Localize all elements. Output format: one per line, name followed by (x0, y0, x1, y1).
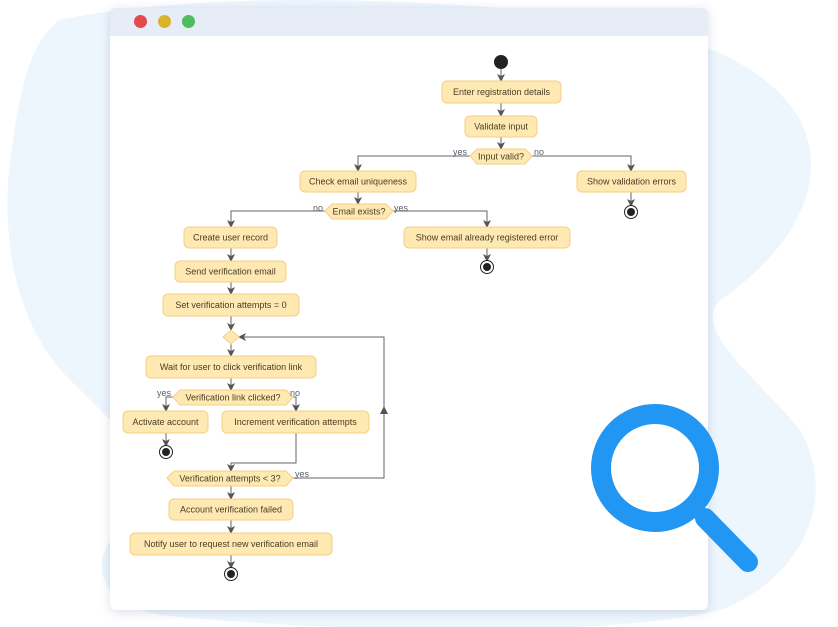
guard-yes: yes (453, 147, 468, 157)
start-node (494, 55, 508, 69)
guard-no: no (534, 147, 544, 157)
action-show-validation-errors: Show validation errors (576, 170, 687, 193)
close-button[interactable] (134, 15, 147, 28)
action-validate-input: Validate input (464, 115, 538, 138)
action-wait-for-click: Wait for user to click verification link (145, 355, 317, 379)
maximize-button[interactable] (182, 15, 195, 28)
action-notify-user: Notify user to request new verification … (129, 532, 333, 556)
decision-label: Verification link clicked? (185, 392, 280, 402)
action-label: Create user record (193, 232, 268, 242)
end-node (159, 445, 173, 459)
edges (162, 69, 635, 569)
decision-input-valid: Input valid? (469, 148, 533, 165)
guard-yes: yes (295, 469, 310, 479)
action-send-verification-email: Send verification email (174, 260, 287, 283)
action-activate-account: Activate account (122, 410, 209, 434)
action-enter-registration: Enter registration details (441, 80, 562, 104)
action-label: Activate account (132, 417, 199, 427)
merge-node (222, 329, 240, 345)
action-label: Wait for user to click verification link (160, 362, 303, 372)
action-label: Validate input (474, 121, 528, 131)
action-create-user-record: Create user record (183, 226, 278, 249)
action-verification-failed: Account verification failed (168, 498, 294, 521)
guard-no: no (313, 203, 323, 213)
decision-attempts-lt-3: Verification attempts < 3? (166, 470, 294, 487)
title-bar (110, 8, 708, 36)
guard-yes: yes (157, 388, 172, 398)
decision-label: Email exists? (332, 206, 385, 216)
action-label: Send verification email (185, 266, 276, 276)
action-check-email-uniqueness: Check email uniqueness (299, 170, 417, 193)
action-label: Notify user to request new verification … (144, 539, 318, 549)
decision-link-clicked: Verification link clicked? (172, 389, 294, 406)
action-label: Increment verification attempts (234, 417, 357, 427)
action-show-email-registered-error: Show email already registered error (403, 226, 571, 249)
decision-label: Verification attempts < 3? (179, 473, 280, 483)
action-label: Enter registration details (453, 87, 551, 97)
action-increment-attempts: Increment verification attempts (221, 410, 370, 434)
end-node (224, 567, 238, 581)
minimize-button[interactable] (158, 15, 171, 28)
end-node (624, 205, 638, 219)
guard-yes: yes (394, 203, 409, 213)
action-label: Show validation errors (587, 176, 677, 186)
end-node (480, 260, 494, 274)
decision-email-exists: Email exists? (324, 203, 394, 220)
decision-label: Input valid? (478, 151, 524, 161)
action-label: Set verification attempts = 0 (175, 300, 286, 310)
action-label: Check email uniqueness (309, 176, 408, 186)
guard-no: no (290, 388, 300, 398)
action-label: Show email already registered error (416, 232, 559, 242)
action-label: Account verification failed (180, 504, 282, 514)
action-set-attempts: Set verification attempts = 0 (162, 293, 300, 317)
